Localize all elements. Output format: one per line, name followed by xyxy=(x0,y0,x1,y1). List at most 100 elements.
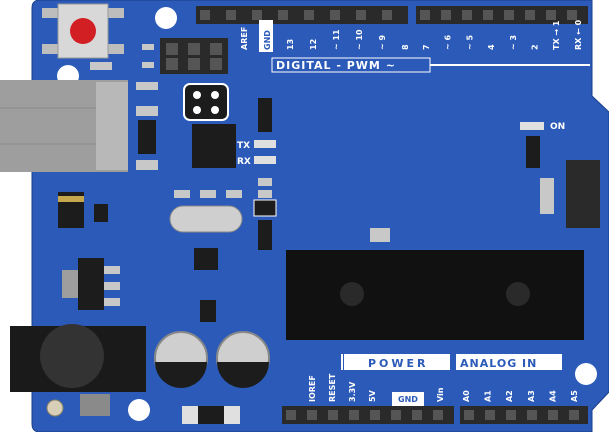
led-on xyxy=(520,122,544,130)
analog-label-box xyxy=(456,354,562,370)
led-tx-label: TX xyxy=(237,141,250,151)
led-rx xyxy=(254,156,276,164)
smd-chip xyxy=(258,220,272,250)
mount-hole xyxy=(46,399,64,417)
digital-header-right xyxy=(416,6,588,24)
gnd-label-box xyxy=(392,392,424,406)
led-tx xyxy=(254,140,276,148)
header-socket xyxy=(485,410,495,420)
header-socket xyxy=(252,10,262,20)
header-socket xyxy=(433,410,443,420)
header-socket xyxy=(527,410,537,420)
pin-label: A0 xyxy=(462,390,471,402)
header-socket xyxy=(441,10,451,20)
voltage-regulator xyxy=(62,258,120,310)
header-socket xyxy=(483,10,493,20)
analog-pin-labels: A0 A1 A2 A3 A4 A5 xyxy=(462,390,579,402)
header-socket xyxy=(464,410,474,420)
header-socket xyxy=(462,10,472,20)
jumper-pads xyxy=(183,83,229,121)
digital-pin-slots xyxy=(200,10,392,20)
led-rx-label: RX xyxy=(237,157,251,167)
analog-header xyxy=(460,406,588,424)
header-socket xyxy=(226,10,236,20)
pin-label: GND xyxy=(398,395,418,404)
header-socket xyxy=(349,410,359,420)
crystal-oscillator xyxy=(169,205,243,233)
smd-pads xyxy=(90,44,158,170)
pin-label: GND xyxy=(263,30,272,50)
pin-label: RX ← 0 xyxy=(574,19,583,50)
smd-pad xyxy=(370,228,390,242)
gnd-label-box xyxy=(259,20,273,52)
header-socket xyxy=(548,410,558,420)
header-socket xyxy=(546,10,556,20)
pin-label: RESET xyxy=(328,373,337,402)
power-label-box xyxy=(344,354,450,370)
pin-label: Vin xyxy=(436,387,445,402)
header-socket xyxy=(506,410,516,420)
icsp-header-right xyxy=(540,160,600,228)
smd-pads xyxy=(174,178,272,198)
header-socket xyxy=(328,410,338,420)
header-socket xyxy=(569,410,579,420)
pin-label: ~ 5 xyxy=(465,35,474,50)
smd-chip xyxy=(258,98,272,132)
icsp-header-top xyxy=(160,38,228,74)
pin-label: 2 xyxy=(531,44,540,50)
reset-button-cap[interactable] xyxy=(70,18,96,44)
header-socket xyxy=(330,10,340,20)
usb-chip xyxy=(192,124,236,168)
capacitor xyxy=(216,331,270,388)
header-socket xyxy=(286,410,296,420)
header-socket xyxy=(356,10,366,20)
pin-label: ~ 6 xyxy=(444,35,453,50)
pin-label: 5V xyxy=(368,389,377,402)
smd-chip xyxy=(526,136,540,168)
pin-label: A2 xyxy=(505,390,514,402)
pin-label: ~ 11 xyxy=(332,29,341,50)
transistor xyxy=(94,204,108,222)
smd-chip xyxy=(200,300,216,322)
mount-hole xyxy=(155,7,177,29)
digital-header-title: DIGITAL - PWM ~ xyxy=(276,59,396,72)
pin-label: AREF xyxy=(240,27,249,50)
pin-label: 7 xyxy=(422,44,431,50)
pin-label: ~ 9 xyxy=(378,35,387,50)
resonator xyxy=(253,199,277,217)
pin-label: A1 xyxy=(484,390,493,402)
header-socket xyxy=(525,10,535,20)
header-socket xyxy=(278,10,288,20)
header-socket xyxy=(382,10,392,20)
header-socket xyxy=(304,10,314,20)
mount-hole xyxy=(128,399,150,421)
pin-label: 8 xyxy=(401,44,410,50)
pin-label: A4 xyxy=(548,390,557,402)
mount-hole xyxy=(575,363,597,385)
pin-label: A5 xyxy=(570,390,579,402)
power-jack xyxy=(10,324,146,416)
header-socket xyxy=(412,410,422,420)
led-on-label: ON xyxy=(550,122,565,132)
header-socket xyxy=(307,410,317,420)
header-socket xyxy=(370,410,380,420)
pin-label: TX → 1 xyxy=(552,20,561,50)
power-title: POWER xyxy=(368,357,429,370)
reset-button[interactable] xyxy=(42,3,124,59)
smd-chip xyxy=(138,120,156,154)
analog-pin-slots xyxy=(464,410,579,420)
capacitor xyxy=(154,331,208,388)
atmega-chip xyxy=(286,250,584,340)
pin-label: 4 xyxy=(487,44,496,50)
pin-label: ~ 3 xyxy=(509,35,518,50)
header-socket xyxy=(391,410,401,420)
power-header xyxy=(282,406,454,424)
pin-label: ~ 10 xyxy=(355,29,364,50)
pin-label: IOREF xyxy=(308,375,317,402)
digital-header-left xyxy=(196,6,408,24)
pin-label: A3 xyxy=(527,390,536,402)
header-socket xyxy=(200,10,210,20)
usb-port xyxy=(0,80,128,172)
header-socket xyxy=(567,10,577,20)
